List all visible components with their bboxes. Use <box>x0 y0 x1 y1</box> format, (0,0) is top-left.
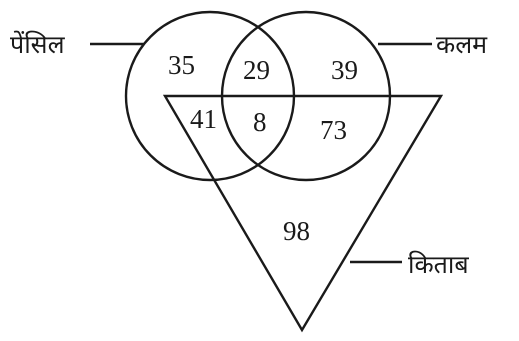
region-book-only: 98 <box>283 216 310 246</box>
pen-label: कलम <box>436 30 488 59</box>
region-all-three: 8 <box>253 107 267 137</box>
pencil-label: पेंसिल <box>10 30 66 59</box>
region-pencil-book: 41 <box>190 104 217 134</box>
region-pencil-only: 35 <box>168 50 195 80</box>
region-pencil-pen: 29 <box>243 55 270 85</box>
book-triangle <box>162 94 444 333</box>
region-pen-only: 39 <box>331 55 358 85</box>
region-pen-book: 73 <box>320 115 347 145</box>
book-label: किताब <box>408 250 469 279</box>
